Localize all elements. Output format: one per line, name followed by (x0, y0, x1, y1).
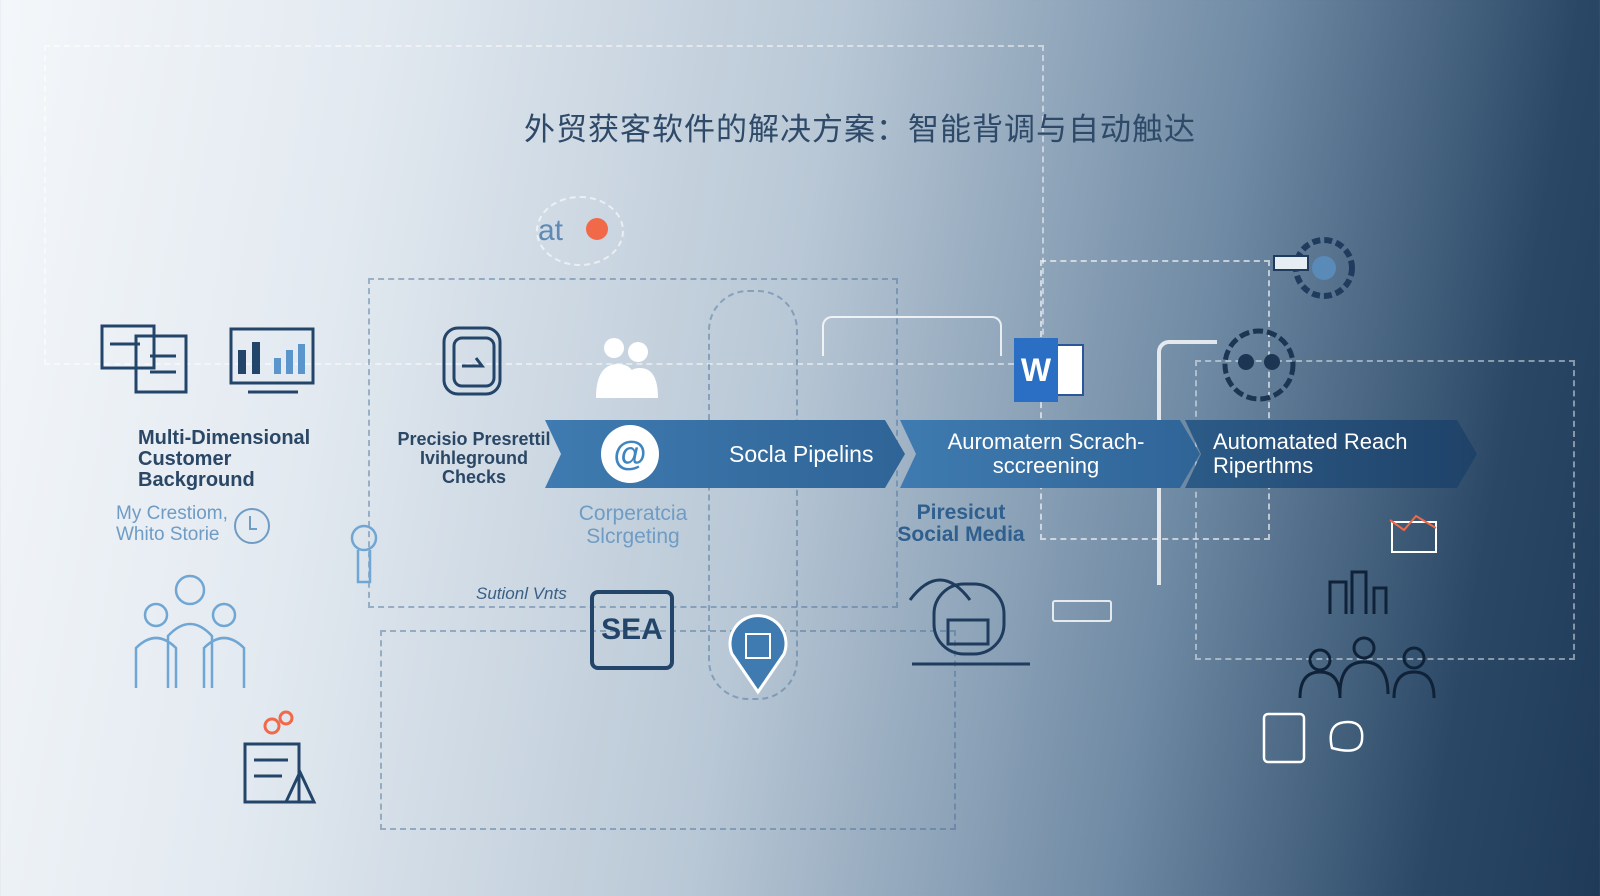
chat-docs-icon (1262, 712, 1364, 764)
frame (44, 45, 1044, 365)
social-logo-icon: @ (601, 425, 659, 483)
page-title: 外贸获客软件的解决方案：智能背调与自动触达 (524, 112, 1196, 147)
pipe (822, 316, 1002, 356)
ai-badge-text: at (538, 214, 564, 247)
left-subtext: My Crestiom, Whito Storie (116, 503, 228, 545)
pipeline-step-label: Auromatern Scrach-sccreening (947, 428, 1145, 478)
pipeline-step-label: Socla Pipelins (729, 440, 874, 467)
corporate-targeting-label: Corperatcia Slcrgeting (578, 502, 688, 549)
connector-box (708, 290, 798, 700)
center-heading: Precisio Presrettil Ivihleground Checks (397, 429, 551, 487)
gear-cloud-icon (1273, 237, 1355, 299)
pipeline-step-3: Automatated Reach Riperthms (1185, 420, 1477, 488)
team-hub-icon (1222, 328, 1296, 402)
clock-icon (234, 508, 270, 544)
analytics-team-icon (1298, 570, 1436, 699)
word-document-icon: W (1014, 338, 1086, 402)
connector-box (1195, 360, 1575, 660)
ai-badge-ring (536, 196, 624, 266)
ai-status-dot (586, 218, 608, 240)
gears-icon (263, 710, 294, 735)
team-icon (134, 574, 246, 688)
left-heading: Multi-Dimensional Customer Background (138, 427, 311, 491)
connector-box (380, 630, 956, 830)
analytics-monitor-icon (229, 327, 315, 394)
sea-badge: SEA (590, 590, 674, 670)
social-media-label: Piresicut Social Media (897, 501, 1025, 547)
pipeline-step-label: Automatated Reach Riperthms (1213, 428, 1408, 478)
pipeline-step-1: @ Socla Pipelins (545, 420, 905, 488)
document-icon (243, 742, 317, 804)
database-icon (100, 324, 188, 394)
survey-label: Sutionl Vnts (476, 584, 567, 603)
person-pin-icon (350, 524, 378, 584)
chart-card-icon (1389, 514, 1437, 553)
profile-check-icon (442, 326, 502, 396)
location-pin-icon (728, 614, 788, 695)
connector-plug (1052, 600, 1112, 622)
pipeline-step-2: Auromatern Scrach-sccreening (900, 420, 1200, 488)
server-network-icon (908, 578, 1030, 666)
people-icon (596, 338, 658, 398)
